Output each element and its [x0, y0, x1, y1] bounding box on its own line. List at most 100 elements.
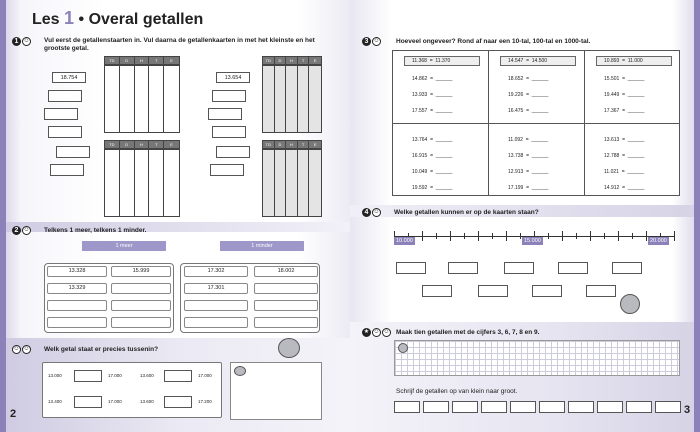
page-number-right: 3	[684, 404, 691, 416]
rounding-item[interactable]: 15.501 = ______	[604, 76, 645, 82]
more-label: 1 meer	[82, 241, 166, 251]
number-line-tick	[492, 233, 493, 239]
number-tail-box[interactable]	[56, 146, 90, 158]
answer-card[interactable]	[478, 285, 508, 297]
number-tail-box[interactable]	[48, 90, 82, 102]
answer-card[interactable]	[396, 262, 426, 274]
number-grid[interactable]	[394, 340, 680, 376]
answer-cell[interactable]: 17.302	[184, 266, 248, 277]
answer-cell[interactable]: 13.329	[47, 283, 107, 294]
mascot-icon	[398, 343, 408, 353]
number-tail-box[interactable]	[208, 108, 242, 120]
place-value-grid[interactable]	[104, 149, 180, 217]
answer-card[interactable]	[422, 285, 452, 297]
rounding-item[interactable]: 14.862 = ______	[412, 76, 453, 82]
number-tail-box[interactable]	[44, 108, 78, 120]
number-tail-box[interactable]	[210, 164, 244, 176]
rounding-item[interactable]: 13.933 = ______	[412, 92, 453, 98]
order-answer-box[interactable]	[597, 401, 623, 413]
answer-cell[interactable]: 18.002	[254, 266, 318, 277]
rounding-item[interactable]: 13.613 = ______	[604, 137, 645, 143]
order-answer-box[interactable]	[655, 401, 681, 413]
answer-cell[interactable]	[47, 300, 107, 311]
rounding-item[interactable]: 11.021 = ______	[604, 169, 645, 175]
answer-cell[interactable]	[254, 300, 318, 311]
between-number: 17.000	[108, 399, 122, 404]
order-answer-box[interactable]	[423, 401, 449, 413]
place-value-grid[interactable]	[262, 149, 322, 217]
order-answer-box[interactable]	[539, 401, 565, 413]
less-label: 1 minder	[220, 241, 304, 251]
order-answer-box[interactable]	[626, 401, 652, 413]
between-number: 17.000	[108, 373, 122, 378]
number-tail-box[interactable]	[48, 126, 82, 138]
number-line-tick	[660, 233, 661, 239]
rounding-item[interactable]: 19.449 = ______	[604, 92, 645, 98]
rounding-item[interactable]: 11.092 = ______	[508, 137, 549, 143]
number-tail-box[interactable]	[216, 146, 250, 158]
page-number-left: 2	[10, 408, 17, 420]
rounding-item: 14.547 = 14.500	[508, 58, 548, 64]
example-cell	[596, 56, 672, 66]
order-answer-box[interactable]	[568, 401, 594, 413]
number-line-start: 10.000	[394, 237, 415, 245]
order-answer-box[interactable]	[394, 401, 420, 413]
answer-cell[interactable]	[184, 300, 248, 311]
answer-card[interactable]	[612, 262, 642, 274]
right-page-strip	[694, 0, 700, 432]
answer-card[interactable]	[586, 285, 616, 297]
rounding-item[interactable]: 14.912 = ______	[604, 185, 645, 191]
answer-cell[interactable]	[47, 317, 107, 328]
between-answer-box[interactable]	[74, 396, 102, 408]
order-answer-box[interactable]	[452, 401, 478, 413]
left-page-strip	[0, 0, 6, 432]
answer-cell[interactable]	[254, 317, 318, 328]
example-cell	[404, 56, 480, 66]
number-line-tick	[450, 231, 451, 241]
number-tail-box[interactable]	[50, 164, 84, 176]
rounding-item[interactable]: 12.913 = ______	[508, 169, 549, 175]
answer-cell[interactable]	[111, 300, 171, 311]
between-answer-box[interactable]	[74, 370, 102, 382]
rounding-item[interactable]: 17.557 = ______	[412, 108, 453, 114]
start-number-a: 18.754	[52, 72, 86, 83]
rounding-item[interactable]: 10.049 = ______	[412, 169, 453, 175]
answer-cell[interactable]	[254, 283, 318, 294]
answer-cell[interactable]	[184, 317, 248, 328]
number-line-tick	[534, 231, 535, 241]
rounding-item[interactable]: 17.199 = ______	[508, 185, 549, 191]
left-page: Les 1 • Overal getallen 1 ☺ Vul eerst de…	[0, 0, 350, 432]
rounding-item[interactable]: 19.592 = ______	[412, 185, 453, 191]
rounding-item[interactable]: 17.367 = ______	[604, 108, 645, 114]
answer-card[interactable]	[504, 262, 534, 274]
answer-card[interactable]	[558, 262, 588, 274]
rounding-item[interactable]: 18.652 = ______	[508, 76, 549, 82]
rounding-item[interactable]: 16.915 = ______	[412, 153, 453, 159]
answer-card[interactable]	[448, 262, 478, 274]
rounding-item[interactable]: 13.764 = ______	[412, 137, 453, 143]
number-line-tick	[506, 231, 507, 241]
answer-cell[interactable]	[111, 317, 171, 328]
order-answer-box[interactable]	[481, 401, 507, 413]
between-answer-box[interactable]	[164, 370, 192, 382]
answer-cell[interactable]: 17.301	[184, 283, 248, 294]
order-answer-box[interactable]	[510, 401, 536, 413]
rounding-item[interactable]: 12.788 = ______	[604, 153, 645, 159]
rounding-item: 10.893 = 11.000	[604, 58, 643, 64]
mascot-icon	[234, 366, 246, 376]
smiley-icon: ☺	[372, 37, 381, 46]
answer-card[interactable]	[532, 285, 562, 297]
number-tail-box[interactable]	[212, 90, 246, 102]
between-answer-box[interactable]	[164, 396, 192, 408]
rounding-item[interactable]: 13.738 = ______	[508, 153, 549, 159]
place-value-grid[interactable]	[104, 65, 180, 133]
place-value-grid[interactable]	[262, 65, 322, 133]
answer-cell[interactable]	[111, 283, 171, 294]
rounding-item[interactable]: 16.475 = ______	[508, 108, 549, 114]
rounding-item[interactable]: 19.226 = ______	[508, 92, 549, 98]
answer-cell[interactable]: 13.328	[47, 266, 107, 277]
number-tail-box[interactable]	[212, 126, 246, 138]
answer-cell[interactable]: 15.999	[111, 266, 171, 277]
